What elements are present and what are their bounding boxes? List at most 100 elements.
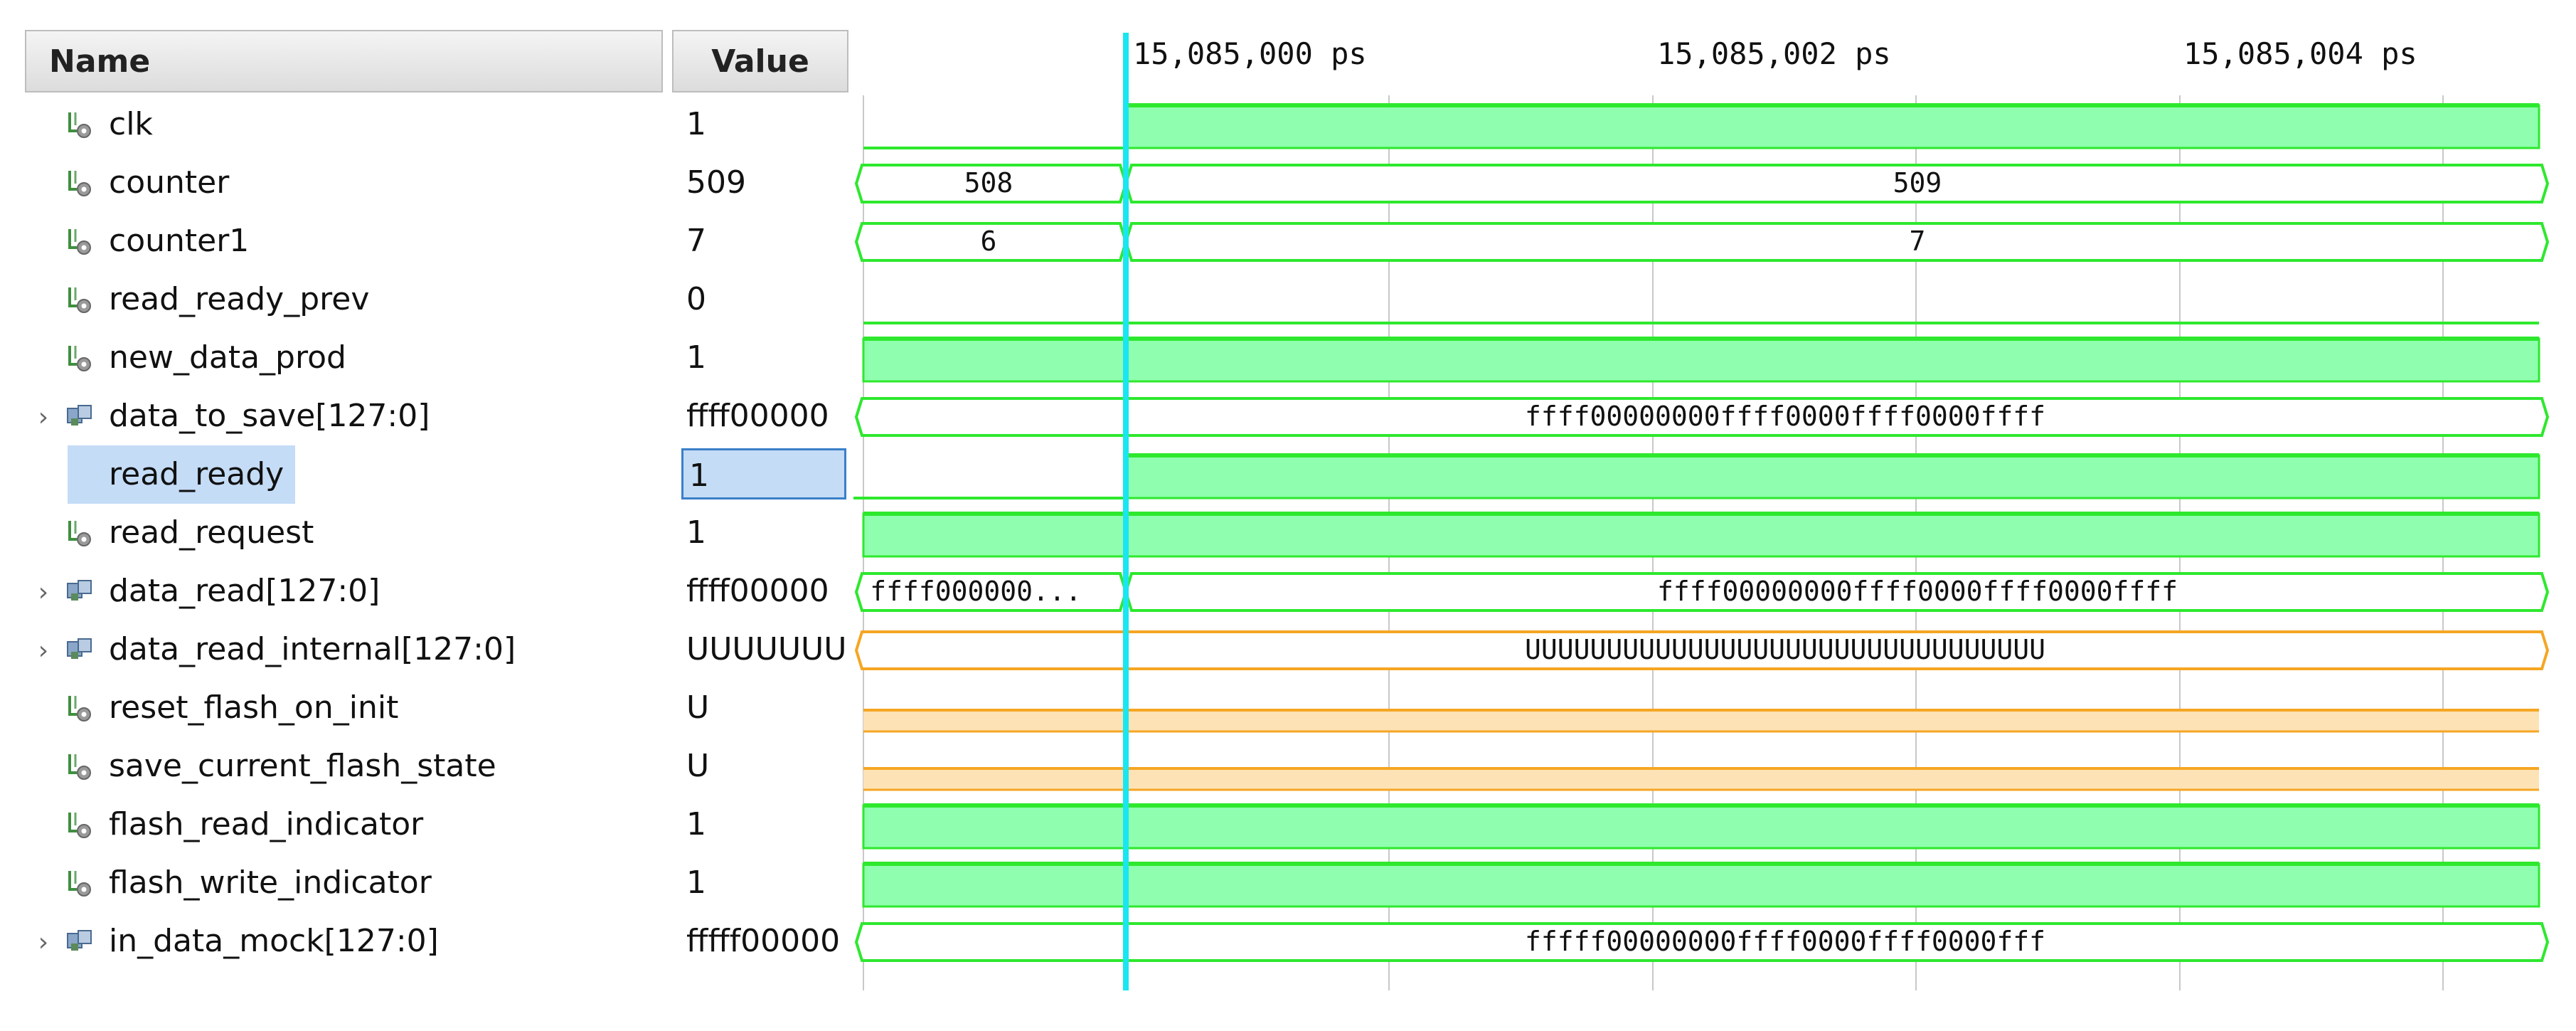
signal-row[interactable]: › in_data_mock[127:0] fffff00000 [0,912,853,971]
signal-bit-icon [65,285,94,314]
signal-bit-icon [65,343,94,373]
wave-bus-value: fffff00000000ffff0000ffff0000fff [1525,926,2045,957]
signal-row[interactable]: counter1 7 [0,212,853,270]
signal-row[interactable]: reset_flash_on_init U [0,679,853,737]
timeline-tick-label: 15,085,002 ps [1657,36,1891,71]
signal-name[interactable]: counter [109,164,230,201]
wave-high-segment [862,862,2540,908]
signal-bus-icon [65,401,94,431]
wave-bus-value: ffff00000000ffff0000ffff0000ffff [1657,576,2178,607]
wave-undefined-segment [863,768,2539,790]
signal-row[interactable]: flash_read_indicator 1 [0,795,853,854]
signal-name-cell[interactable]: read_request [0,504,669,562]
signal-name[interactable]: read_ready [68,445,296,504]
signal-bit-icon [65,518,94,548]
signal-row[interactable]: read_ready 1 [0,445,853,504]
expand-chevron-icon[interactable]: › [38,928,49,957]
signal-name-cell[interactable]: reset_flash_on_init [0,679,669,737]
signal-name-cell[interactable]: › data_read_internal[127:0] [0,620,669,679]
signal-value[interactable]: 7 [686,223,706,259]
expand-chevron-icon[interactable]: › [38,403,49,432]
signal-name[interactable]: flash_write_indicator [109,865,432,901]
signal-value[interactable]: ffff00000 [686,398,829,434]
signal-row[interactable]: save_current_flash_state U [0,737,853,795]
signal-name[interactable]: data_to_save[127:0] [109,398,430,434]
signal-name-cell[interactable]: flash_write_indicator [0,854,669,912]
signal-name-cell[interactable]: read_ready_prev [0,270,669,329]
timeline-tick-label: 15,085,004 ps [2183,36,2417,71]
name-column-header[interactable]: Name [25,30,663,92]
signal-row[interactable]: clk 1 [0,95,853,154]
signal-bus-icon [65,635,94,665]
wave-high-segment [862,512,2540,558]
signal-value[interactable]: fffff00000 [686,923,841,959]
signal-value[interactable]: U [686,689,710,726]
signal-bit-icon [65,868,94,898]
wave-bus-segment [854,397,2550,437]
wave-high-segment [862,804,2540,850]
waveform-viewer[interactable]: 15,085,000 ps 15,085,002 ps 15,085,004 ps 5… [853,0,2576,1031]
signal-bit-icon [65,168,94,198]
signal-row[interactable]: counter 509 [0,154,853,212]
value-column-header[interactable]: Value [672,30,848,92]
signal-row[interactable]: › data_to_save[127:0] ffff00000 [0,387,853,445]
wave-bus-value: 508 [964,167,1013,199]
signal-value[interactable]: ffff00000 [686,573,829,609]
signal-bit-icon [65,751,94,781]
wave-high-segment [1124,454,2540,499]
signal-bit-icon [65,810,94,840]
signal-bit-icon [65,110,94,139]
signal-value[interactable]: 1 [686,106,706,142]
signal-row[interactable]: flash_write_indicator 1 [0,854,853,912]
signal-name[interactable]: clk [109,106,153,142]
wave-undefined-segment [863,710,2539,731]
signal-name[interactable]: flash_read_indicator [109,806,424,842]
expand-chevron-icon[interactable]: › [38,578,49,607]
signal-name[interactable]: read_ready_prev [109,281,370,317]
wave-high-segment [862,337,2540,383]
wave-bus-value: ffff000000... [870,576,1081,607]
wave-bus-segment [1124,164,2550,203]
signal-row[interactable]: read_request 1 [0,504,853,562]
signal-name[interactable]: data_read[127:0] [109,573,380,609]
signal-name-cell[interactable]: clk [0,95,669,154]
signal-row[interactable]: read_ready_prev 0 [0,270,853,329]
signal-value[interactable]: 1 [686,806,706,842]
signal-name[interactable]: counter1 [109,223,250,259]
signal-name-cell[interactable]: › data_read[127:0] [0,562,669,620]
signal-name-cell[interactable]: › in_data_mock[127:0] [0,912,669,971]
signal-name[interactable]: save_current_flash_state [109,748,496,784]
signal-name-cell[interactable]: flash_read_indicator [0,795,669,854]
wave-bus-value: ffff00000000ffff0000ffff0000ffff [1525,401,2045,432]
signal-value[interactable]: 0 [686,281,706,317]
signal-name[interactable]: read_request [109,514,314,551]
signal-row[interactable]: › data_read_internal[127:0] UUUUUUU [0,620,853,679]
signal-name-cell[interactable]: save_current_flash_state [0,737,669,795]
signal-value[interactable]: 1 [686,514,706,551]
signal-name-cell[interactable]: read_ready [0,445,669,504]
signal-name-cell[interactable]: counter1 [0,212,669,270]
signal-row[interactable]: new_data_prod 1 [0,329,853,387]
signal-value[interactable]: U [686,748,710,784]
signal-name[interactable]: reset_flash_on_init [109,689,399,726]
signal-name-cell[interactable]: › data_to_save[127:0] [0,387,669,445]
signal-name[interactable]: in_data_mock[127:0] [109,923,439,959]
signal-value[interactable]: 1 [686,339,706,376]
timeline-tick-label: 15,085,000 ps [1133,36,1367,71]
wave-high-segment [1124,104,2540,149]
signal-bus-icon [65,576,94,606]
wave-bus-value: UUUUUUUUUUUUUUUUUUUUUUUUUUUUUUUU [1525,634,2045,665]
signal-row[interactable]: › data_read[127:0] ffff00000 [0,562,853,620]
signal-bus-icon [65,926,94,956]
signal-name-cell[interactable]: new_data_prod [0,329,669,387]
signal-name[interactable]: new_data_prod [109,339,346,376]
signal-name-cell[interactable]: counter [0,154,669,212]
wave-bus-segment [854,922,2550,962]
signal-value[interactable]: UUUUUUU [686,631,847,667]
signal-value[interactable]: 509 [686,164,746,201]
signal-name[interactable]: data_read_internal[127:0] [109,631,516,667]
signal-value[interactable]: 1 [681,448,846,499]
wave-bus-value: 509 [1893,167,1942,199]
expand-chevron-icon[interactable]: › [38,636,49,665]
signal-value[interactable]: 1 [686,865,706,901]
